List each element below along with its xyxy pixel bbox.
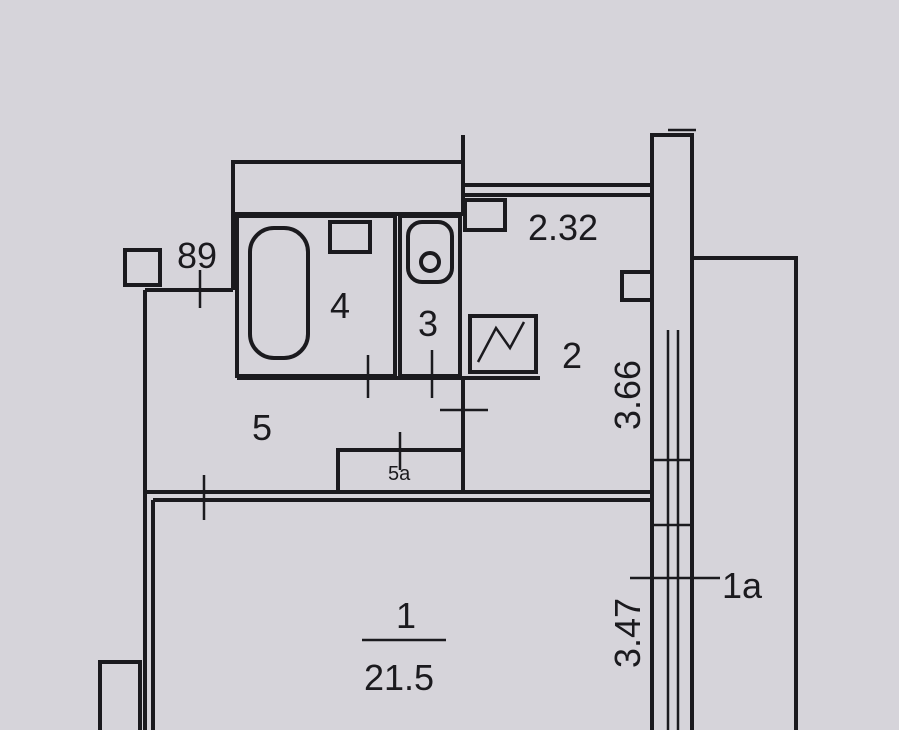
dimension-kitchen-length: 3.66 bbox=[607, 360, 648, 430]
dimension-top-left: 89 bbox=[177, 235, 217, 276]
room-5-number: 5 bbox=[252, 407, 272, 448]
room-5a-number: 5a bbox=[388, 463, 411, 485]
room-2-number: 2 bbox=[562, 335, 582, 376]
room-1-number: 1 bbox=[396, 595, 416, 636]
dimension-room-length: 3.47 bbox=[607, 598, 648, 668]
room-4-number: 4 bbox=[330, 285, 350, 326]
dimension-kitchen-width: 2.32 bbox=[528, 207, 598, 248]
room-3-number: 3 bbox=[418, 303, 438, 344]
room-1-area: 21.5 bbox=[364, 657, 434, 698]
room-1a-number: 1a bbox=[722, 565, 763, 606]
walls bbox=[98, 128, 798, 730]
labels: 89 2.32 4 3 2 3.66 5 5a 1 21.5 3.47 1a bbox=[177, 207, 763, 698]
